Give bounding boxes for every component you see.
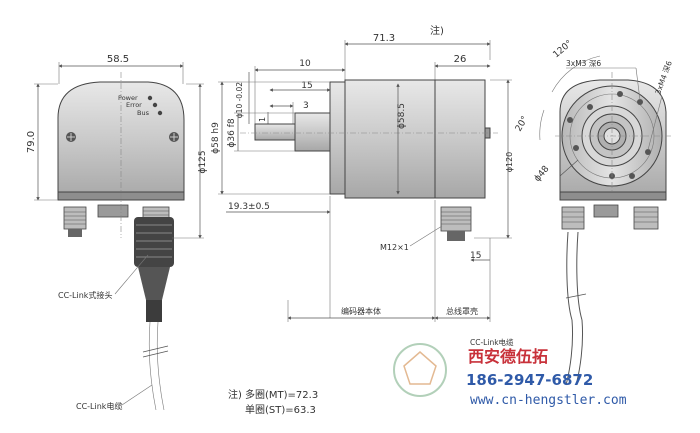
dim-15-bottom-label: 15 xyxy=(470,251,481,261)
front-view: 58.5 Power Error Bus xyxy=(26,54,208,411)
led-error-icon xyxy=(152,102,158,108)
clamping-spigot xyxy=(294,112,331,152)
side-view: 71.3 注) 26 10 15 3 1 ϕ10 -0.02 xyxy=(211,24,514,322)
encoder-body-side xyxy=(344,79,436,199)
height-dim-label: 79.0 xyxy=(26,131,37,153)
flange xyxy=(329,81,346,195)
side-height-label: ϕ120 xyxy=(505,152,514,173)
flange-view: 120° 20° 3xM3 深6 3xM4 深6 ϕ48 xyxy=(514,39,674,386)
led-bus-icon xyxy=(157,110,163,116)
d36-label: ϕ36 f8 xyxy=(227,118,237,147)
dim-1-label: 1 xyxy=(258,117,267,122)
dim-3-label: 3 xyxy=(303,101,309,111)
shaft xyxy=(254,123,296,141)
shaft-dia-label: ϕ10 -0.02 xyxy=(235,82,244,119)
holes-m3-label: 3xM3 深6 xyxy=(566,59,601,68)
angle-20-label: 20° xyxy=(514,115,531,134)
m12-connectors-front xyxy=(63,204,174,322)
watermark-logo-icon xyxy=(393,343,447,397)
watermark-cable-text: CC-Link电缆 xyxy=(470,337,514,347)
led-label-power: Power xyxy=(118,94,138,102)
total-length-label: 71.3 xyxy=(373,33,395,44)
dim-26-label: 26 xyxy=(454,54,467,65)
cc-link-plug xyxy=(134,217,174,267)
angle-120-label: 120° xyxy=(552,39,575,61)
encoder-body-label: 编码器本体 xyxy=(341,306,381,316)
note-multiturn: 多圈(MT)=72.3 xyxy=(245,388,318,401)
front-cable-label: CC-Link电缆 xyxy=(76,401,122,411)
watermark-company: 西安德伍拓 xyxy=(468,347,548,366)
body-dia-label: ϕ58.5 xyxy=(397,103,407,129)
connector-label: CC-Link式接头 xyxy=(58,290,112,300)
dim-15-top-label: 15 xyxy=(301,81,312,91)
watermark-phone: 186-2947-6872 xyxy=(466,371,593,389)
note-marker-top: 注) xyxy=(430,24,444,37)
note-singleturn: 单圈(ST)=63.3 xyxy=(245,404,316,416)
width-dim-label: 58.5 xyxy=(107,54,129,65)
dim-10-label: 10 xyxy=(299,59,311,69)
pcd-label: ϕ48 xyxy=(533,164,552,184)
flange-offset-label: 19.3±0.5 xyxy=(228,202,270,212)
led-label-error: Error xyxy=(126,101,142,109)
bus-cover-label: 总线罩壳 xyxy=(446,306,478,316)
led-power-icon xyxy=(147,95,153,101)
holes-m4-label: 3xM4 深6 xyxy=(653,59,674,95)
m12-connector-side xyxy=(440,206,472,232)
note-marker: 注) xyxy=(228,388,242,401)
thread-label: M12×1 xyxy=(380,243,409,252)
note-block: 注) 多圈(MT)=72.3 单圈(ST)=63.3 xyxy=(228,388,318,416)
led-label-bus: Bus xyxy=(137,109,150,117)
total-height-label: ϕ125 xyxy=(198,150,208,173)
watermark: CC-Link电缆 西安德伍拓 186-2947-6872 www.cn-hen… xyxy=(393,337,627,408)
d58-label: ϕ58 h9 xyxy=(211,122,221,154)
mounting-holes xyxy=(567,91,651,179)
watermark-website: www.cn-hengstler.com xyxy=(470,393,627,408)
bus-cover-side xyxy=(434,79,486,199)
